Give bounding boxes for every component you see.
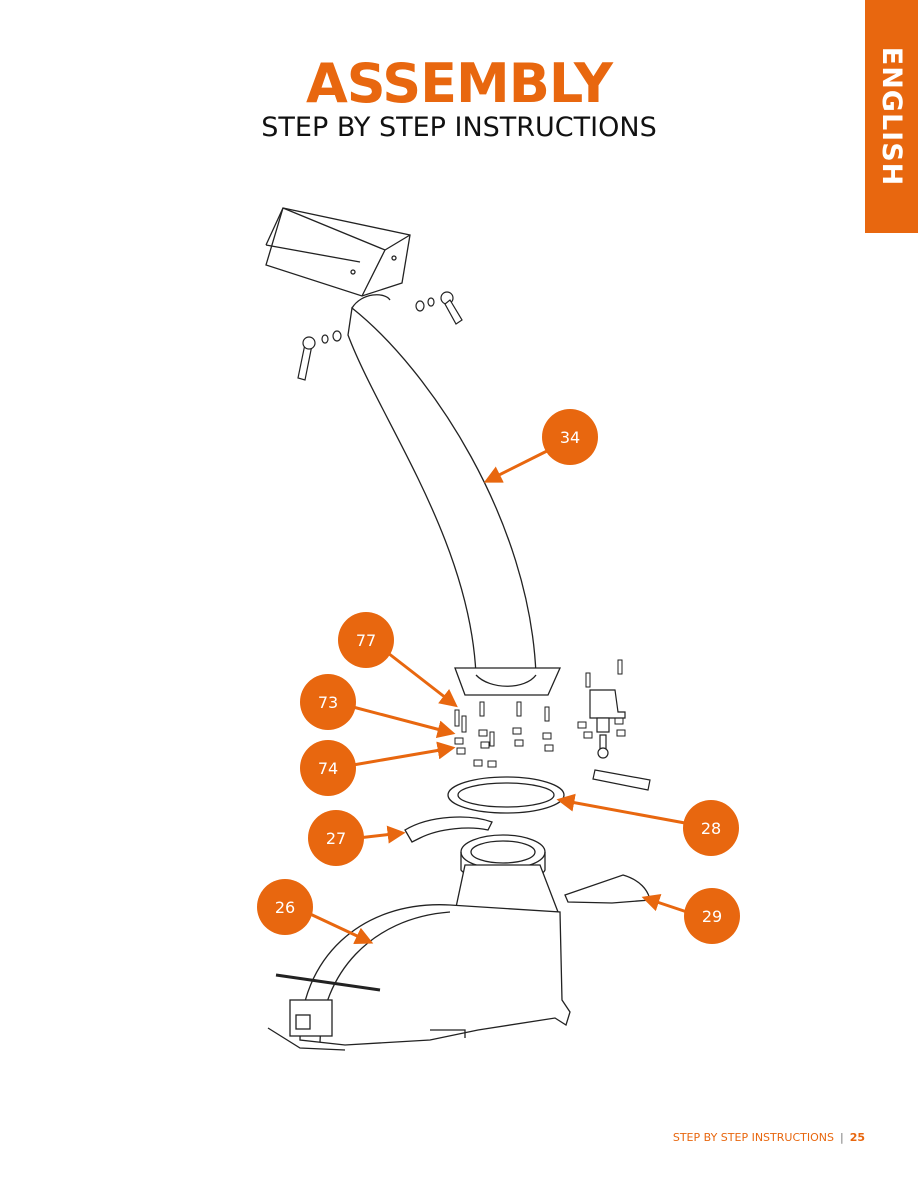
callout-77-label: 77 [356,631,376,650]
callout-29: 29 [684,888,740,944]
callout-34: 34 [542,409,598,465]
callout-28-label: 28 [701,819,721,838]
page-footer: STEP BY STEP INSTRUCTIONS | 25 [673,1131,865,1144]
housing [267,864,571,1051]
callout-73-label: 73 [318,693,338,712]
knob-left [297,330,342,381]
language-tab: ENGLISH [865,0,918,233]
callout-73: 73 [300,674,356,730]
callout-77: 77 [338,612,394,668]
half-ring-right [564,874,651,904]
half-ring-left [404,816,493,843]
page-number: 25 [849,1131,865,1144]
callout-28: 28 [683,800,739,856]
page-subtitle: STEP BY STEP INSTRUCTIONS [261,112,657,143]
deflector-hood [265,207,411,297]
latch-assembly [589,689,651,791]
exploded-parts-diagram: 34 77 73 74 28 27 26 29 [257,207,740,1051]
footer-separator: | [839,1131,844,1144]
toothed-collar [460,834,546,881]
callout-26-label: 26 [275,898,295,917]
callout-26: 26 [257,879,313,935]
callout-34-label: 34 [560,428,580,447]
footer-section: STEP BY STEP INSTRUCTIONS [672,1131,834,1144]
callout-74: 74 [300,740,356,796]
ring-plate [447,776,565,814]
callout-27-label: 27 [326,829,346,848]
fastener-set [454,659,626,768]
callout-27: 27 [308,810,364,866]
callout-29-label: 29 [702,907,722,926]
callout-74-label: 74 [318,759,338,778]
discharge-chute [347,294,562,696]
knob-right [415,291,463,325]
leader-lines [307,449,688,945]
page-title: ASSEMBLY [305,52,613,115]
